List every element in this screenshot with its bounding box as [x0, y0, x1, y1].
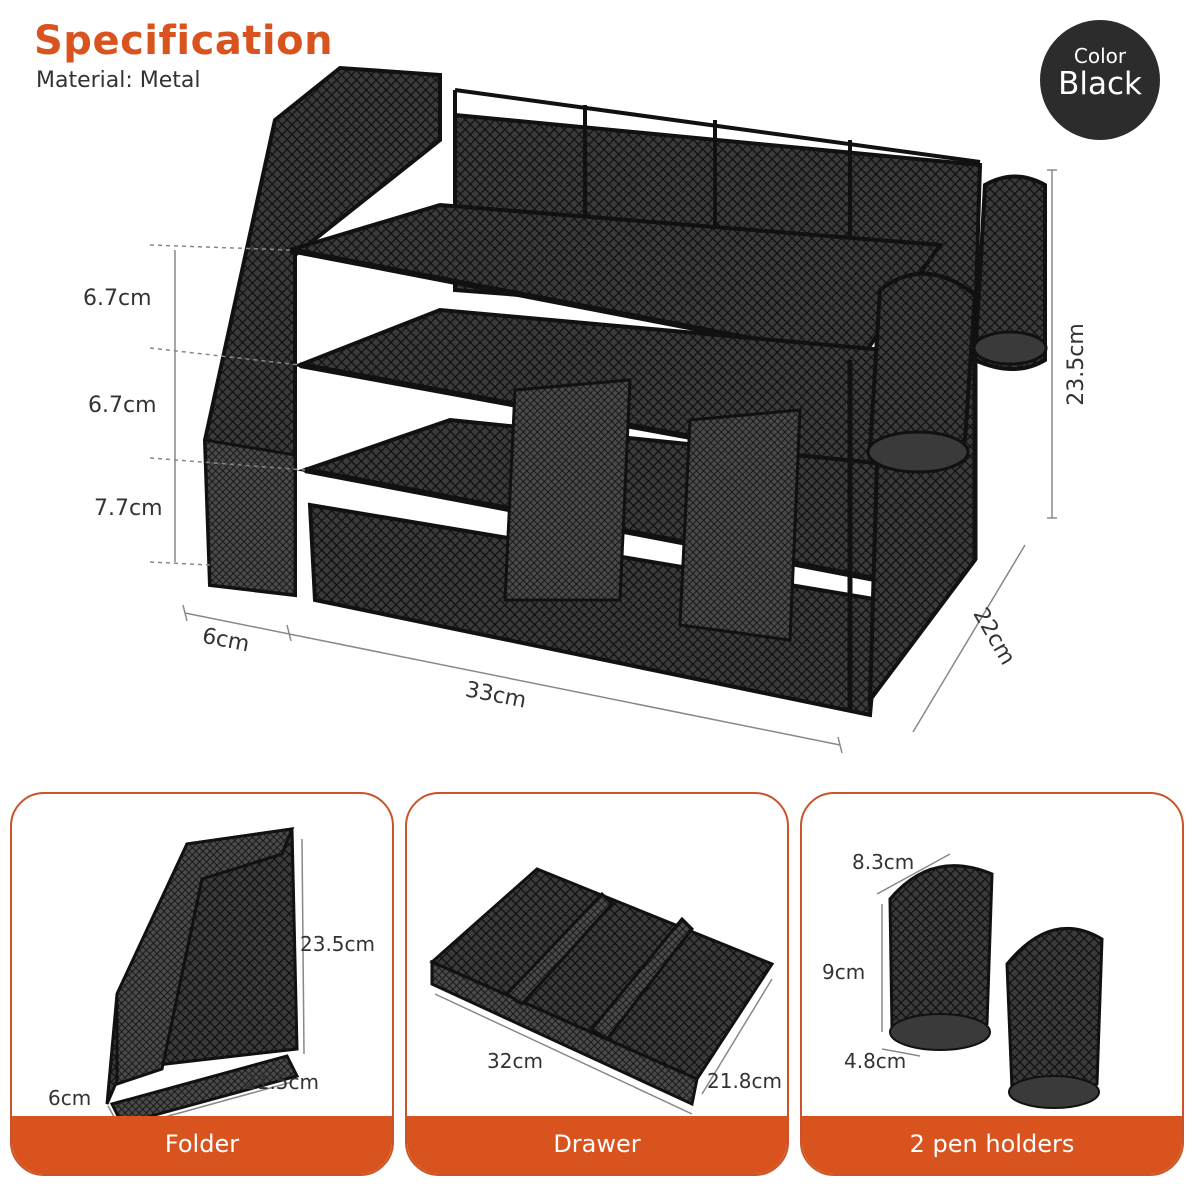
color-value: Black: [1058, 66, 1142, 102]
pen-holder-depth: 4.8cm: [844, 1049, 907, 1073]
dim-tier1: 6.7cm: [83, 286, 152, 311]
folder-unit: [202, 65, 442, 598]
dim-tier2: 6.7cm: [88, 393, 157, 418]
side-pen-holders: [866, 174, 1048, 474]
page-title: Specification: [34, 18, 334, 64]
panel-drawer: 32cm 21.8cm Drawer: [405, 792, 789, 1176]
dim-tier3: 7.7cm: [94, 496, 163, 521]
pen-holders-label: 2 pen holders: [802, 1116, 1182, 1174]
drawer-illustration: [429, 867, 775, 1115]
folder-depth: 21.5cm: [244, 1070, 320, 1094]
folder-width: 6cm: [48, 1086, 92, 1110]
pen-holder-width: 8.3cm: [852, 850, 915, 874]
folder-illustration: [105, 827, 305, 1129]
drawer-depth: 21.8cm: [707, 1069, 783, 1093]
color-label: Color: [1073, 44, 1127, 68]
drawer-label: Drawer: [407, 1116, 787, 1174]
drawer-width: 32cm: [487, 1049, 543, 1073]
folder-height: 23.5cm: [300, 932, 376, 956]
color-badge: Color Black: [1040, 20, 1160, 140]
pen-holder-height: 9cm: [822, 960, 866, 984]
folder-label: Folder: [12, 1116, 392, 1174]
panel-folder: 23.5cm 21.5cm 6cm Folder: [10, 792, 394, 1176]
material-text: Material: Metal: [36, 68, 201, 93]
dim-height: 23.5cm: [1063, 323, 1089, 406]
panel-pen-holders: 8.3cm 9cm 4.8cm 2 pen holders: [800, 792, 1184, 1176]
tier-3-drawer: [297, 378, 949, 718]
desk-organizer-illustration: [149, 65, 1057, 754]
dimension-lines: [149, 169, 1057, 754]
pen-holders-illustration: [876, 853, 1104, 1109]
